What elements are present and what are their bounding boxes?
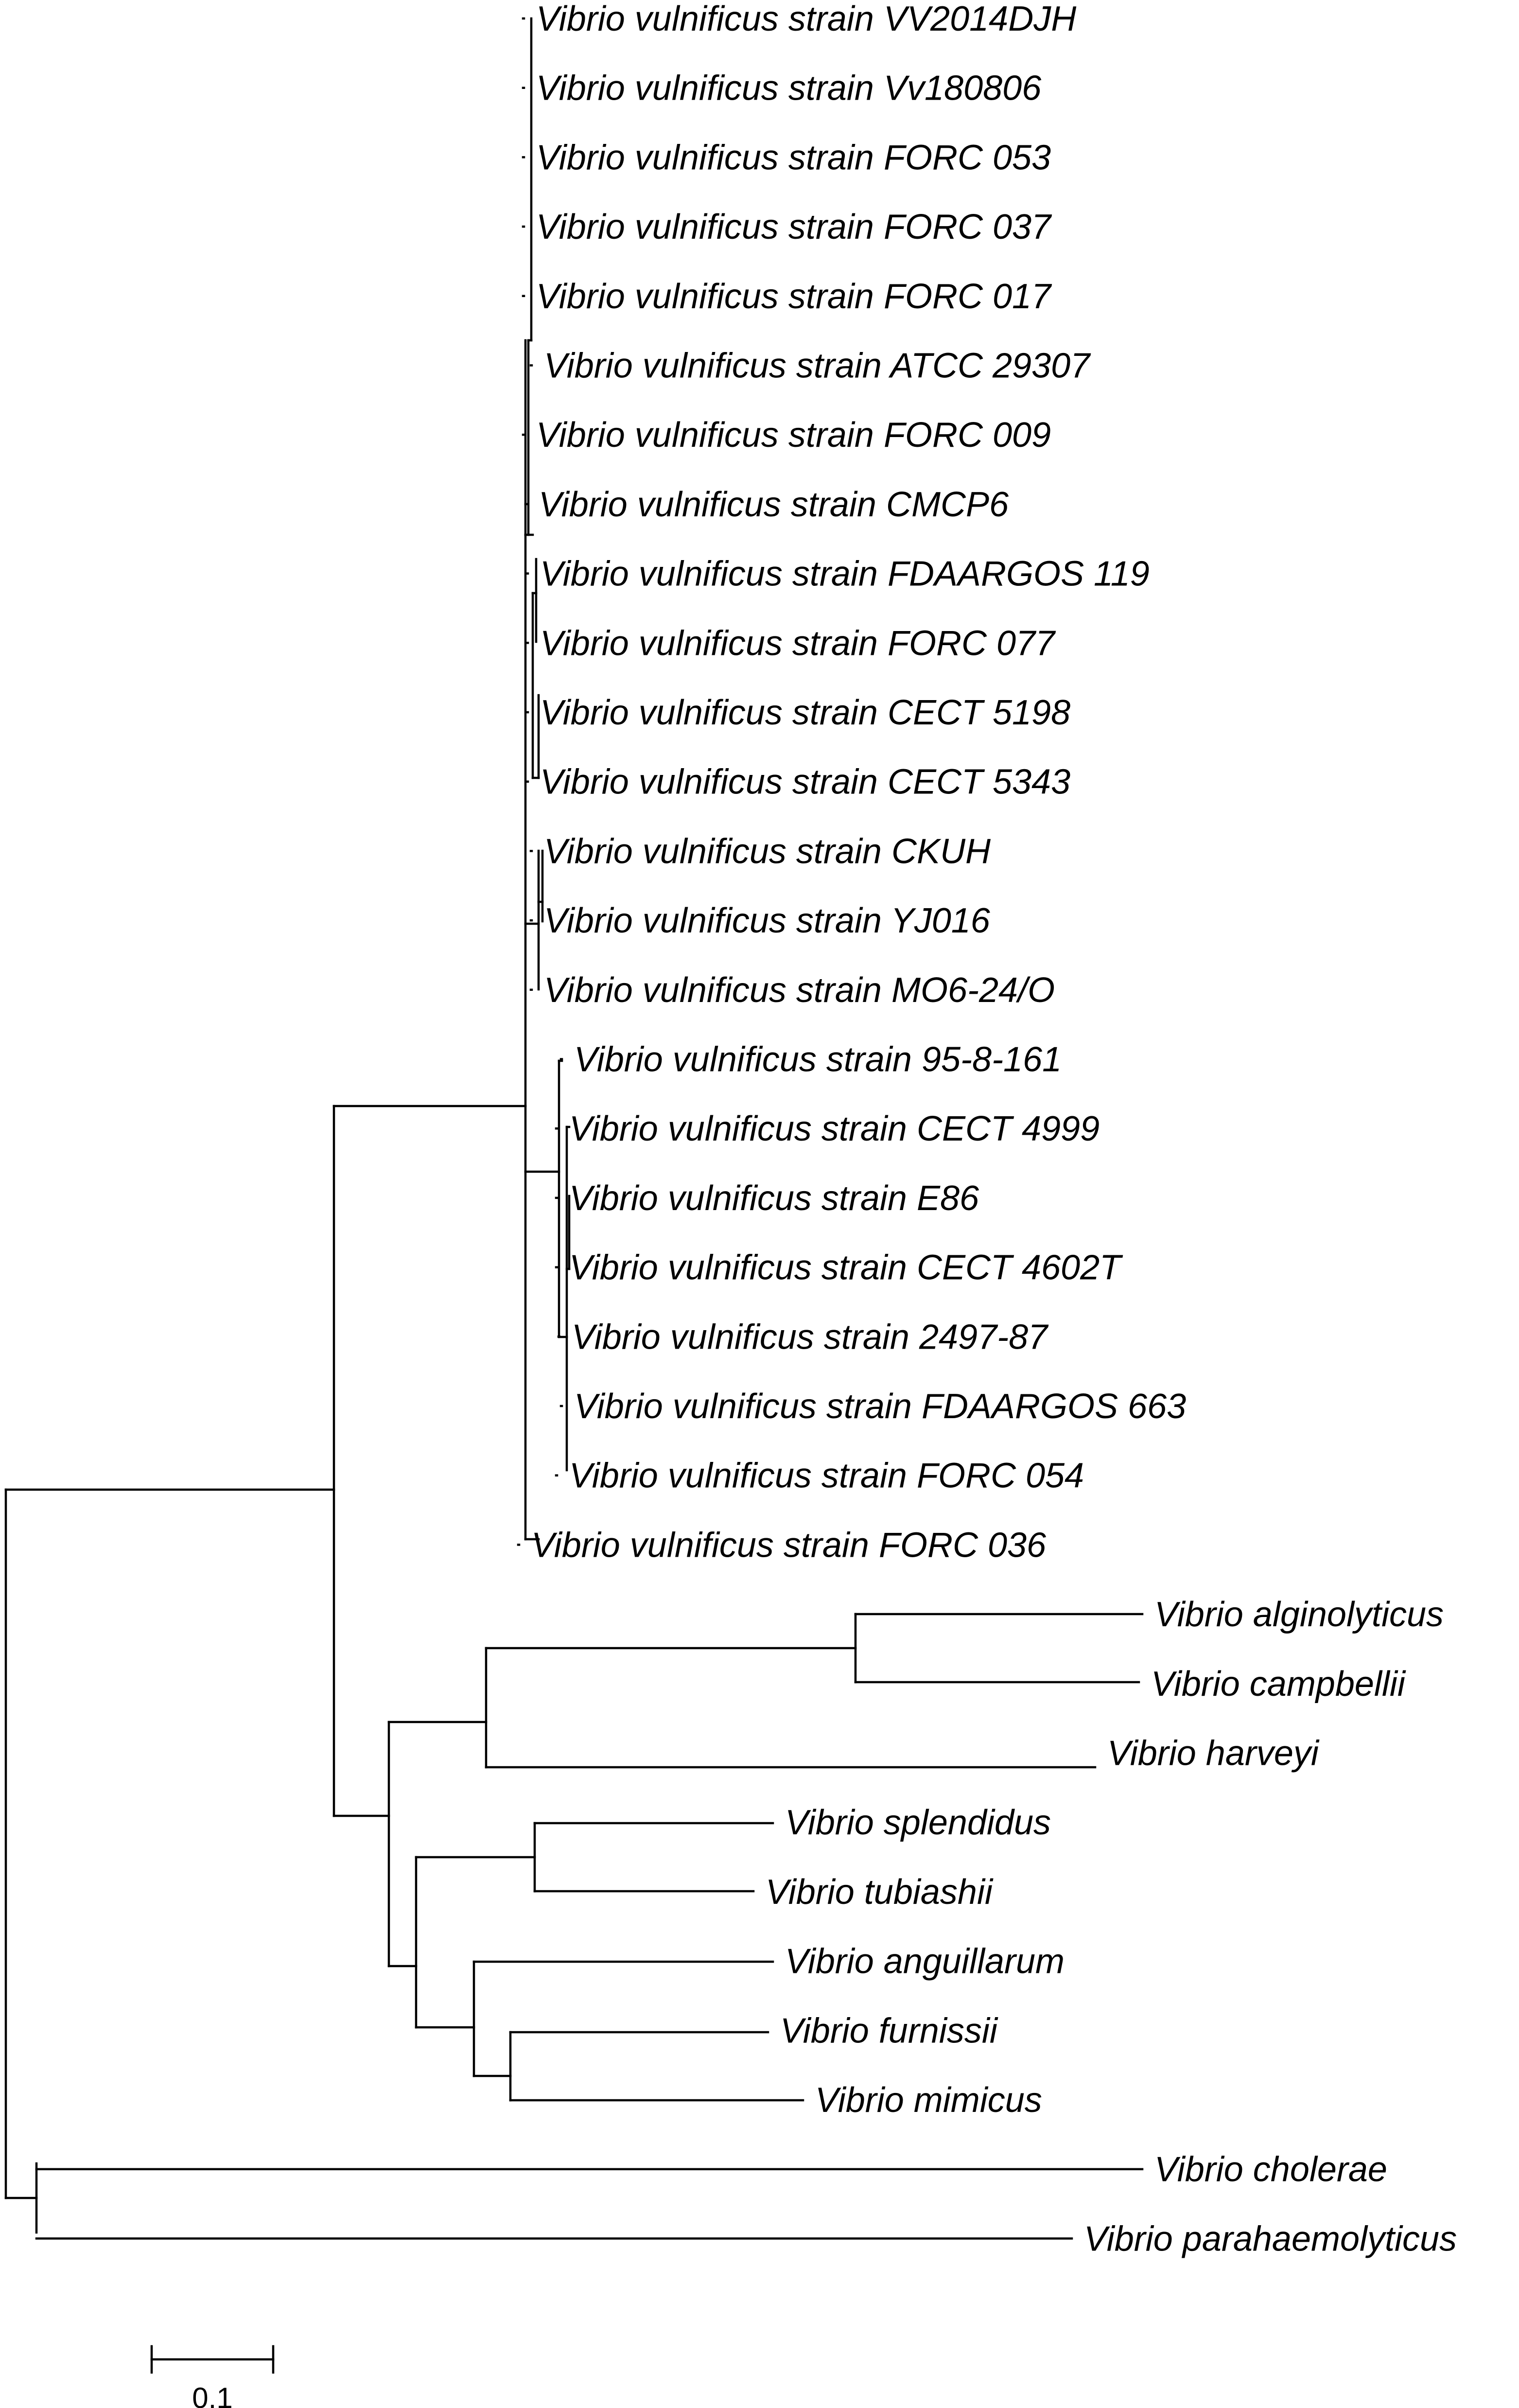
leaf-label: Vibrio vulnificus strain FORC 054 — [569, 1457, 1084, 1495]
leaf-label: Vibrio harveyi — [1107, 1734, 1320, 1773]
leaf-label: Vibrio vulnificus strain CKUH — [544, 832, 991, 871]
leaf-label: Vibrio alginolyticus — [1154, 1595, 1444, 1634]
leaf-label: Vibrio vulnificus strain FORC 077 — [540, 624, 1056, 663]
scale-bar: 0.1 — [150, 2345, 275, 2408]
leaf-label: Vibrio vulnificus strain FORC 036 — [531, 1526, 1047, 1564]
leaf-label: Vibrio vulnificus strain FDAARGOS 663 — [574, 1387, 1186, 1426]
leaf-label: Vibrio vulnificus strain FDAARGOS 119 — [540, 555, 1150, 594]
leaf-label: Vibrio vulnificus strain VV2014DJH — [536, 0, 1077, 38]
leaf-label: Vibrio vulnificus strain Vv180806 — [536, 69, 1042, 108]
leaf-label: Vibrio cholerae — [1154, 2150, 1387, 2189]
leaf-label: Vibrio vulnificus strain CMCP6 — [539, 485, 1009, 524]
leaf-label: Vibrio splendidus — [785, 1803, 1051, 1842]
leaf-label: Vibrio vulnificus strain E86 — [569, 1179, 979, 1218]
leaf-label: Vibrio vulnificus strain CECT 5198 — [540, 693, 1070, 732]
leaf-label: Vibrio vulnificus strain MO6-24/O — [544, 971, 1055, 1010]
leaf-label: Vibrio tubiashii — [766, 1873, 994, 1912]
leaf-label: Vibrio vulnificus strain FORC 037 — [536, 208, 1052, 246]
leaf-label: Vibrio vulnificus strain CECT 4999 — [569, 1109, 1100, 1148]
scale-bar-label: 0.1 — [192, 2382, 232, 2408]
leaf-label: Vibrio vulnificus strain CECT 5343 — [540, 763, 1070, 802]
leaf-label: Vibrio furnissii — [780, 2011, 998, 2050]
leaf-label: Vibrio parahaemolyticus — [1084, 2219, 1457, 2258]
leaf-label: Vibrio vulnificus strain 2497-87 — [572, 1318, 1049, 1356]
leaf-label: Vibrio campbellii — [1151, 1665, 1406, 1704]
leaf-label: Vibrio vulnificus strain YJ016 — [544, 901, 991, 940]
leaf-label: Vibrio vulnificus strain ATCC 29307 — [544, 347, 1091, 386]
leaf-label: Vibrio vulnificus strain FORC 053 — [536, 138, 1051, 177]
leaf-label: Vibrio mimicus — [815, 2081, 1042, 2120]
leaf-label: Vibrio vulnificus strain CECT 4602T — [569, 1248, 1123, 1287]
leaf-label: Vibrio anguillarum — [785, 1942, 1065, 1981]
leaf-label: Vibrio vulnificus strain FORC 009 — [536, 416, 1051, 455]
leaf-label: Vibrio vulnificus strain FORC 017 — [536, 277, 1052, 316]
tree-branches — [4, 17, 1144, 2240]
leaf-labels: Vibrio vulnificus strain VV2014DJH Vibrio… — [531, 0, 1457, 2258]
leaf-label: Vibrio vulnificus strain 95-8-161 — [574, 1040, 1062, 1079]
